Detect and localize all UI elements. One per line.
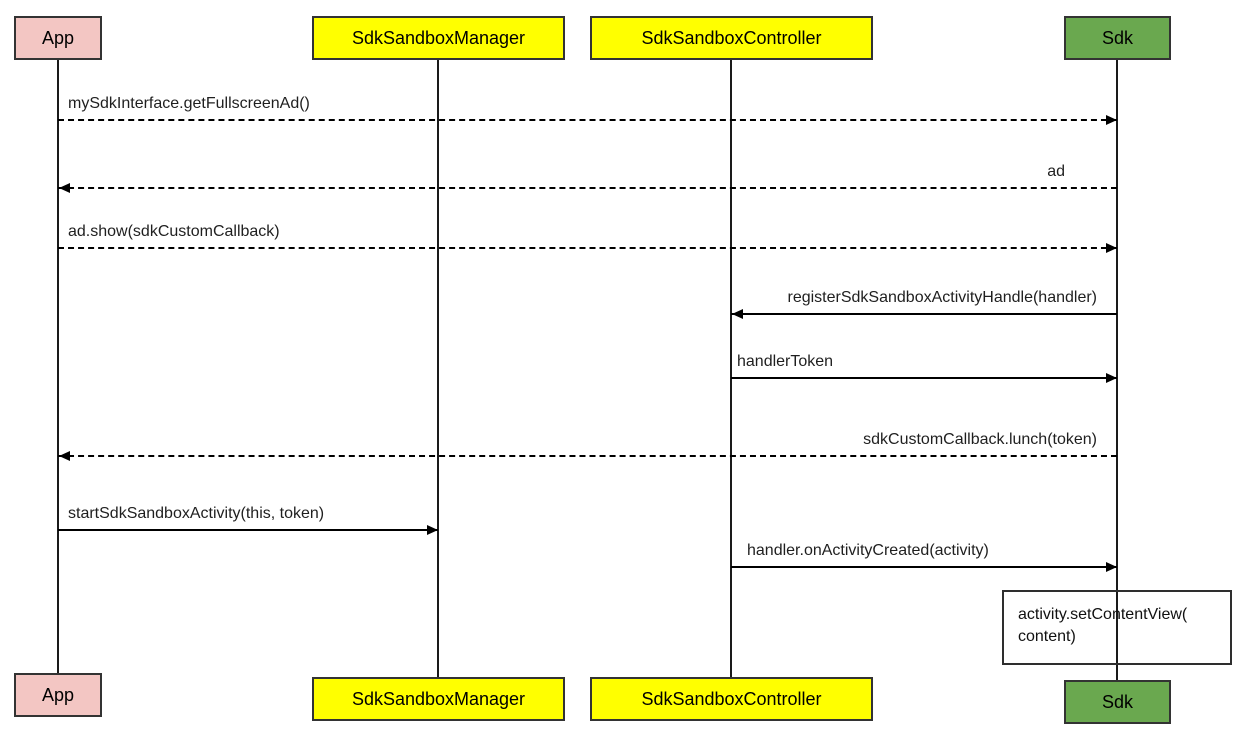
actor-label-app: App — [41, 684, 75, 705]
note-text-line: activity.setContentView( — [1018, 606, 1188, 623]
actor-label-controller: SdkSandboxController — [641, 688, 822, 709]
message-label: registerSdkSandboxActivityHandle(handler… — [787, 289, 1098, 306]
actor-box-top-manager: SdkSandboxManager — [312, 16, 565, 60]
actor-label-controller: SdkSandboxController — [641, 27, 822, 48]
actor-label-sdk: Sdk — [1101, 27, 1134, 48]
message-arrowhead — [59, 451, 70, 461]
actor-label-sdk: Sdk — [1101, 691, 1134, 712]
lifeline-controller — [730, 60, 732, 677]
message-arrowhead — [1106, 373, 1117, 383]
lifeline-sdk — [1116, 60, 1118, 680]
actor-label-manager: SdkSandboxManager — [351, 688, 526, 709]
message-label: startSdkSandboxActivity(this, token) — [68, 505, 325, 522]
actor-box-top-sdk: Sdk — [1064, 16, 1171, 60]
message-line — [58, 119, 1117, 121]
note-text-line: content) — [1018, 628, 1076, 645]
message-arrowhead — [427, 525, 438, 535]
message-label: mySdkInterface.getFullscreenAd() — [68, 95, 310, 112]
actor-box-bottom-sdk: Sdk — [1064, 680, 1171, 724]
message-line — [58, 455, 1117, 457]
message-line — [58, 187, 1117, 189]
message-label: handlerToken — [737, 353, 834, 370]
message-line — [731, 566, 1117, 568]
message-arrowhead — [59, 183, 70, 193]
lifeline-app — [57, 60, 59, 673]
message-label: ad — [1047, 163, 1065, 180]
message-line — [58, 247, 1117, 249]
message-line — [731, 313, 1117, 315]
message-arrowhead — [1106, 243, 1117, 253]
actor-label-manager: SdkSandboxManager — [351, 27, 526, 48]
actor-box-top-app: App — [14, 16, 102, 60]
lifeline-manager — [437, 60, 439, 677]
message-label: handler.onActivityCreated(activity) — [747, 542, 989, 559]
message-label: ad.show(sdkCustomCallback) — [68, 223, 280, 240]
message-line — [731, 377, 1117, 379]
actor-box-top-controller: SdkSandboxController — [590, 16, 873, 60]
message-arrowhead — [732, 309, 743, 319]
message-label: sdkCustomCallback.lunch(token) — [863, 431, 1097, 448]
message-arrowhead — [1106, 115, 1117, 125]
actor-box-bottom-controller: SdkSandboxController — [590, 677, 873, 721]
actor-box-bottom-manager: SdkSandboxManager — [312, 677, 565, 721]
message-line — [58, 529, 438, 531]
actor-label-app: App — [41, 27, 75, 48]
message-arrowhead — [1106, 562, 1117, 572]
note-box: activity.setContentView( content) — [1002, 590, 1232, 665]
actor-box-bottom-app: App — [14, 673, 102, 717]
